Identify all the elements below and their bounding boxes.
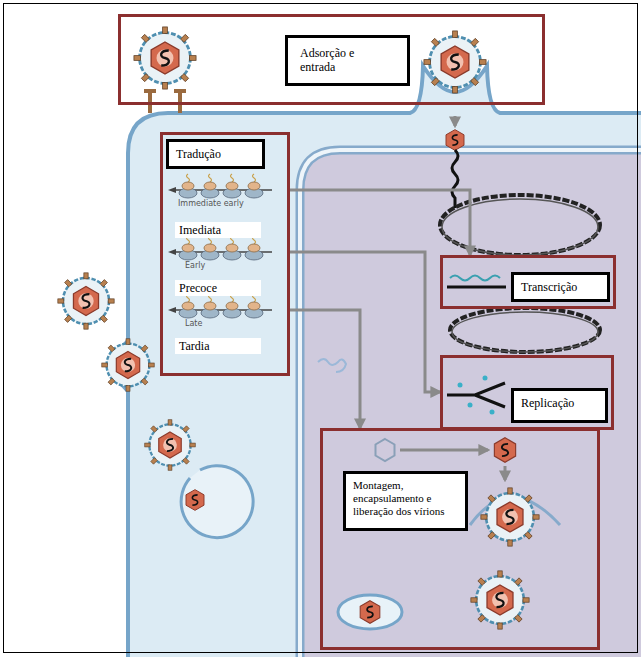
flow-arrow (290, 190, 470, 255)
stage-box: Montagem, encapsulamento e liberação dos… (343, 471, 468, 531)
step-label: Adsorção e entrada (300, 46, 373, 75)
stage-region: Adsorção e entrada (118, 14, 545, 105)
phase-label: Precoce (175, 280, 261, 296)
gene-class-label: Late (185, 320, 202, 329)
step-label: Tradução (176, 147, 255, 161)
step-label: Montagem, encapsulamento e liberação dos… (353, 479, 458, 519)
stage-box: Adsorção e entrada (285, 35, 410, 86)
stage-region: Montagem, encapsulamento e liberação dos… (320, 428, 600, 650)
phase-label: Tardia (175, 338, 261, 354)
stage-region: Transcrição (440, 255, 616, 309)
step-label: Replicação (521, 396, 598, 410)
gene-class-label: Immediate early (178, 200, 244, 209)
stage-region: ImediataPrecoceTardia Tradução (160, 132, 290, 376)
flow-arrow (290, 252, 440, 392)
flow-arrow (290, 310, 360, 428)
step-label: Transcrição (521, 280, 600, 294)
stage-box: Tradução (166, 139, 265, 169)
stage-region: Replicação (440, 355, 614, 430)
stage-box: Transcrição (511, 272, 610, 302)
gene-class-label: Early (185, 262, 205, 271)
stage-box: Replicação (511, 388, 608, 423)
phase-label: Imediata (175, 222, 261, 238)
